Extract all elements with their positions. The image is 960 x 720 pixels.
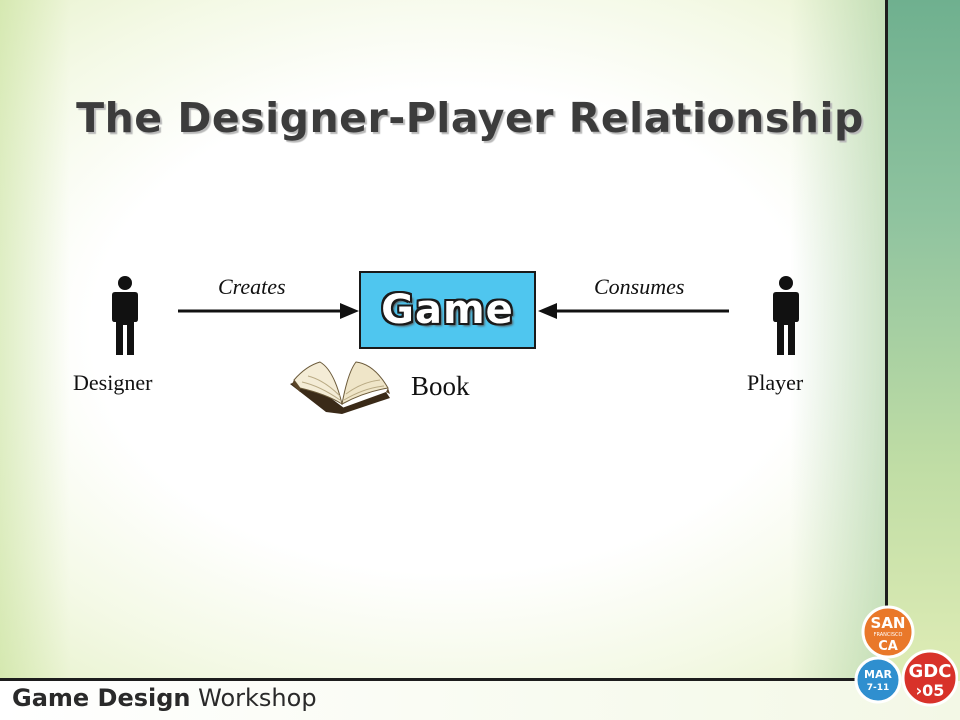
logo-mar: MAR bbox=[864, 668, 892, 681]
designer-person-icon bbox=[112, 276, 138, 355]
player-label: Player bbox=[747, 370, 804, 395]
vertical-divider bbox=[885, 0, 888, 690]
consumes-label: Consumes bbox=[594, 274, 685, 299]
book-label: Book bbox=[411, 371, 470, 401]
creates-label: Creates bbox=[218, 274, 286, 299]
consumes-arrow bbox=[538, 303, 729, 319]
player-person-icon bbox=[773, 276, 799, 355]
footer-title-regular: Workshop bbox=[190, 684, 317, 712]
logo-dates: 7-11 bbox=[867, 683, 890, 693]
designer-label: Designer bbox=[73, 370, 153, 395]
game-label: Game bbox=[381, 287, 514, 333]
logo-year: ›05 bbox=[916, 681, 945, 700]
game-box: Game bbox=[359, 271, 536, 349]
open-book-icon bbox=[290, 361, 390, 414]
footer-title: Game Design Workshop bbox=[12, 684, 317, 712]
footer-title-bold: Game Design bbox=[12, 684, 191, 712]
gdc-logo: SAN FRANCISCO CA MAR 7-11 GDC ›05 bbox=[854, 605, 958, 707]
logo-san: SAN bbox=[871, 614, 906, 632]
logo-gdc: GDC bbox=[909, 661, 952, 682]
footer-bar bbox=[0, 681, 960, 720]
right-background-fade bbox=[790, 0, 886, 720]
logo-francisco: FRANCISCO bbox=[874, 632, 903, 638]
logo-ca: CA bbox=[878, 639, 898, 654]
right-green-panel bbox=[888, 0, 960, 720]
left-background-tint bbox=[0, 0, 70, 720]
creates-arrow bbox=[178, 303, 359, 319]
horizontal-divider bbox=[0, 678, 890, 681]
slide-title: The Designer-Player Relationship bbox=[76, 94, 864, 142]
